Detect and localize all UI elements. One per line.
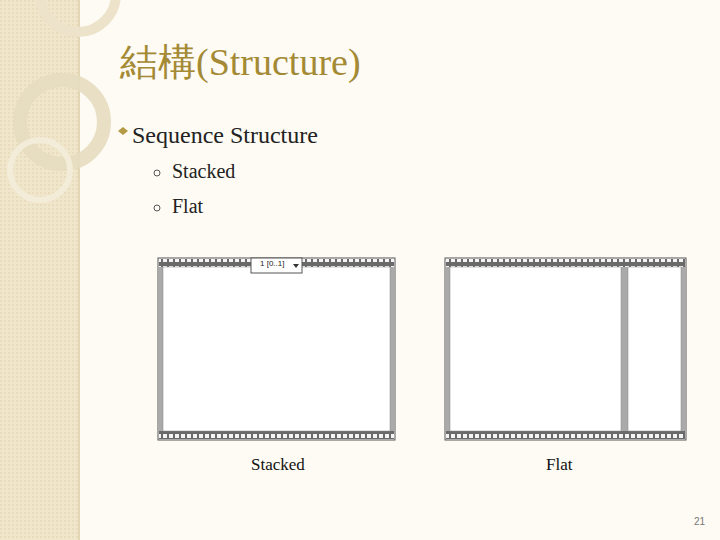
sub-bullet-text: Flat bbox=[172, 195, 203, 217]
decor-ring bbox=[40, 0, 116, 32]
frame-selector: 1 [0..1] bbox=[260, 260, 284, 269]
sub-bullet-text: Stacked bbox=[172, 160, 235, 182]
sub-bullet bbox=[154, 170, 160, 176]
page-number: 21 bbox=[694, 516, 705, 527]
bullet-symbol bbox=[118, 127, 128, 135]
figure-caption: Stacked bbox=[251, 456, 305, 475]
slide-title: 結構(Structure) bbox=[120, 42, 361, 84]
flat-sequence-frame bbox=[445, 258, 686, 440]
stacked-sequence-frame bbox=[158, 258, 395, 440]
sub-bullet bbox=[154, 205, 160, 211]
bullet-text: Sequence Structure bbox=[132, 122, 318, 148]
figure-caption: Flat bbox=[546, 456, 572, 475]
decor-ring bbox=[10, 140, 70, 200]
